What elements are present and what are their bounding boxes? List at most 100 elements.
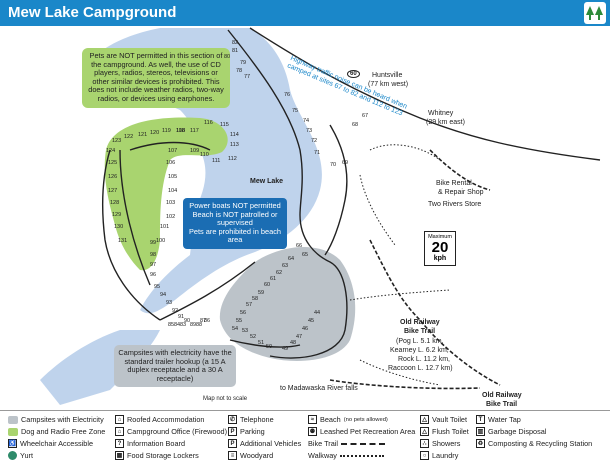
legend-flush-toilet: △Flush Toilet (420, 427, 469, 436)
campsite-number: 50 (266, 344, 273, 350)
legend-leashed-pet: ⚉Leashed Pet Recreation Area (308, 427, 415, 436)
bike-rental-label-2: & Repair Shop (438, 189, 484, 196)
madawaska-label: to Madawaska River falls (280, 385, 358, 392)
legend-showers: ∴Showers (420, 439, 460, 448)
campsite-number: 128 (110, 200, 120, 206)
bike-trail-paths (329, 149, 501, 390)
campsite-number: 71 (314, 150, 321, 156)
bike-trail-line (341, 442, 386, 445)
campsite-number: 102 (166, 214, 176, 220)
campsite-number: 86 (204, 318, 211, 324)
campsite-number: 99 (150, 240, 157, 246)
trail-distance-2: Kearney L. 6.2 km, (390, 347, 449, 354)
locker-icon: ▦ (115, 451, 124, 460)
campsite-number: 122 (124, 134, 134, 140)
wheelchair-icon: ♿ (8, 439, 17, 448)
campsite-number: 52 (250, 334, 257, 340)
legend-composting: ♻Composting & Recycling Station (476, 439, 592, 448)
garbage-icon: ▥ (476, 427, 485, 436)
campsite-number: 48 (290, 340, 297, 346)
campsite-number: 90 (184, 318, 191, 324)
campsite-number: 45 (308, 318, 315, 324)
electricity-note: Campsites with electricity have the stan… (114, 345, 236, 388)
legend-label: Walkway (308, 451, 337, 460)
campsite-number: 47 (296, 334, 303, 340)
flush-toilet-icon: △ (420, 427, 429, 436)
campsite-number: 93 (166, 300, 173, 306)
lake-label: Mew Lake (250, 178, 284, 185)
tree-icon (584, 2, 606, 24)
campsite-number: 58 (252, 296, 259, 302)
map-legend: Campsites with Electricity Dog and Radio… (0, 410, 610, 467)
legend-campsites-electricity: Campsites with Electricity (8, 415, 104, 424)
legend-label: Telephone (240, 415, 274, 424)
campsite-number: 83 (180, 322, 187, 328)
parking-icon: P (228, 427, 237, 436)
campsite-number: 121 (138, 132, 148, 138)
campsite-number: 54 (232, 326, 239, 332)
trail-distance-4: Raccoon L. 12.7 km) (388, 365, 453, 372)
huntsville-label: Huntsville (372, 72, 403, 79)
laundry-icon: ○ (420, 451, 429, 460)
campsite-number: 94 (160, 292, 167, 298)
legend-dog-radio-free: Dog and Radio Free Zone (8, 427, 105, 436)
campsite-number: 118 (176, 128, 185, 134)
bike-rental-label: Bike Rental (436, 180, 472, 187)
yurt-icon (8, 451, 17, 460)
legend-label: Composting & Recycling Station (488, 439, 593, 448)
campsite-number: 49 (282, 346, 289, 352)
campsite-number: 120 (150, 130, 160, 136)
legend-yurt: Yurt (8, 451, 33, 460)
campsite-number: 61 (270, 276, 277, 282)
campsite-number: 51 (258, 340, 265, 346)
campsite-number: 129 (112, 212, 122, 218)
campsite-number: 127 (108, 188, 118, 194)
phone-icon: ✆ (228, 415, 237, 424)
campsite-number: 130 (114, 224, 124, 230)
parking-plus-icon: P (228, 439, 237, 448)
speed-limit-sign: Maximum 20 kph (424, 231, 456, 266)
campsite-number: 78 (236, 68, 243, 74)
campsite-number: 104 (168, 188, 178, 194)
campsite-number: 73 (306, 128, 313, 134)
legend-food-lockers: ▦Food Storage Lockers (115, 451, 199, 460)
legend-label: Laundry (432, 451, 459, 460)
campsite-number: 88 (196, 322, 203, 328)
water-tap-icon: T (476, 415, 485, 424)
campsite-number: 74 (303, 118, 310, 124)
campsite-number: 100 (156, 238, 166, 244)
roads (102, 27, 601, 359)
speed-max-text: Maximum (428, 234, 452, 240)
campsite-number: 97 (150, 262, 157, 268)
legend-laundry: ○Laundry (420, 451, 458, 460)
legend-bike-trail: Bike Trail (308, 439, 386, 448)
cabin-icon: ⌂ (115, 415, 124, 424)
not-to-scale-label: Map not to scale (203, 396, 248, 402)
legend-label: Information Board (127, 439, 186, 448)
legend-label: Campsites with Electricity (21, 415, 104, 424)
legend-office: ⌂Campground Office (Firewood) (115, 427, 227, 436)
pets-not-permitted-note: Pets are NOT permitted in this section o… (82, 48, 230, 108)
pets-beach-line: Pets are prohibited in beach area (188, 226, 282, 245)
campsite-number: 114 (230, 132, 239, 138)
vault-toilet-icon: △ (420, 415, 429, 424)
campsite-number: 55 (236, 318, 243, 324)
beach-patrol-line: Beach is NOT patrolled or supervised (192, 209, 278, 228)
trail-distance-3: Rock L. 11.2 km, (398, 356, 451, 363)
woodyard-icon: ≡ (228, 451, 237, 460)
campsite-number: 65 (302, 252, 309, 258)
campsite-number: 68 (352, 122, 359, 128)
campsite-number: 89 (190, 322, 197, 328)
campsite-number: 108 (176, 128, 186, 134)
campsite-number: 124 (106, 148, 116, 154)
campsite-number: 79 (240, 60, 247, 66)
highway-60-shield: 60 (347, 70, 360, 78)
campsite-number: 116 (204, 120, 213, 126)
map-header: Mew Lake Campground (0, 0, 610, 26)
campsite-number: 56 (240, 310, 247, 316)
campsite-number: 117 (190, 128, 199, 134)
campsite-number: 67 (362, 113, 369, 119)
campsite-number: 87 (200, 318, 207, 324)
campsite-number: 60 (264, 282, 271, 288)
bike-trail-label-2: Bike Trail (486, 401, 518, 408)
